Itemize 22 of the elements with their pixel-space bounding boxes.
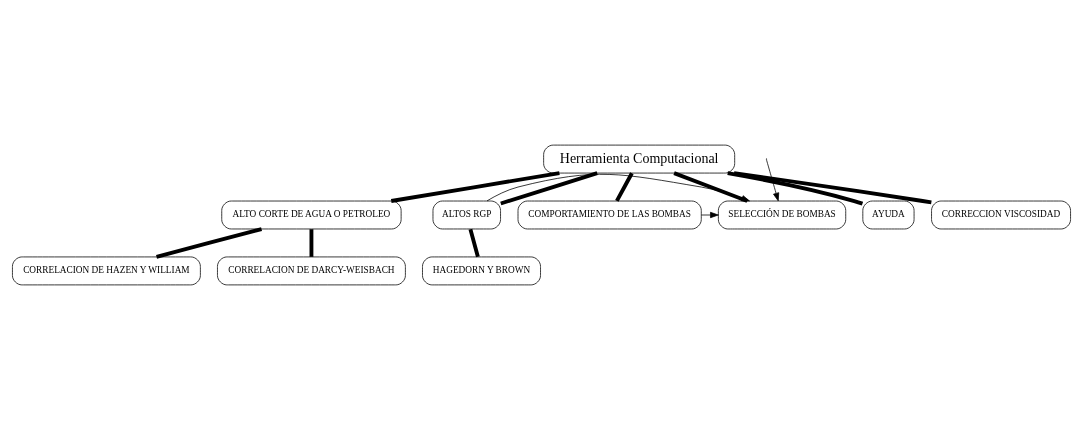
connector (615, 172, 634, 202)
connector (500, 171, 598, 206)
node-box: CORRECCION VISCOSIDAD (931, 200, 1071, 230)
connector (156, 227, 263, 259)
node-box: COMPORTAMIENTO DE LAS BOMBAS (517, 200, 702, 230)
node-box: HAGEDORN Y BROWN (422, 256, 541, 286)
node-box: SELECCIÓN DE BOMBAS (718, 200, 847, 230)
node-box: ALTO CORTE DE AGUA O PETROLEO (221, 200, 402, 230)
node-box: ALTOS RGP (432, 200, 501, 230)
connector (727, 171, 864, 206)
connector (733, 171, 932, 205)
node-box: AYUDA (862, 200, 915, 230)
node-box: CORRELACION DE DARCY-WEISBACH (217, 256, 406, 286)
connector (468, 228, 480, 258)
connector (309, 229, 314, 257)
node-box: CORRELACION DE HAZEN Y WILLIAM (12, 256, 201, 286)
connector (673, 171, 748, 203)
arrow (486, 174, 750, 202)
arrow (766, 159, 780, 202)
connector (390, 171, 560, 203)
node-box: Herramienta Computacional (543, 144, 736, 174)
arrow (701, 211, 719, 219)
